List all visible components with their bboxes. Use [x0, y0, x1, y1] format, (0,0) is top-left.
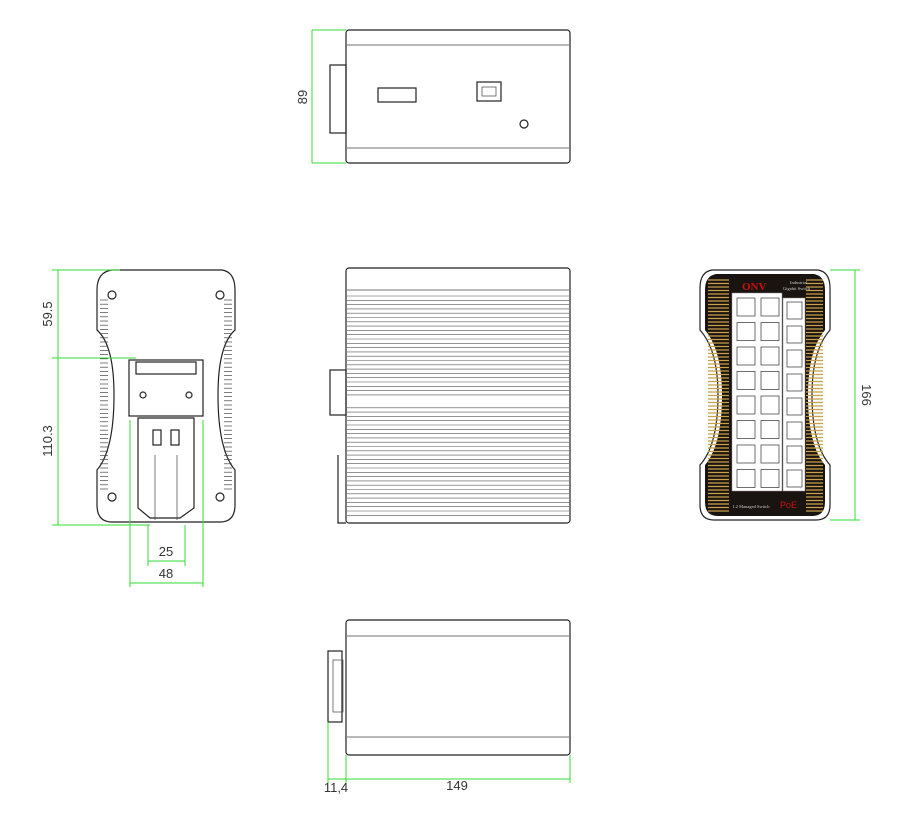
rj45-port — [736, 346, 756, 366]
rear-view — [329, 267, 571, 524]
rj45-port — [760, 469, 780, 488]
rj45-port — [760, 346, 780, 366]
ground-screw — [519, 119, 529, 129]
panel-title-2: Gigabit Switch — [783, 286, 811, 291]
poe-label: PoE — [780, 500, 797, 510]
sfp-port — [786, 397, 803, 416]
rj45-port — [736, 420, 756, 439]
power-terminal — [377, 87, 417, 103]
sfp-port — [786, 469, 803, 488]
rj45-port — [760, 395, 780, 415]
panel-subtitle: L2 Managed Switch — [733, 504, 770, 509]
rj45-port — [736, 297, 756, 317]
rj45-port — [760, 420, 780, 439]
rj45-port — [736, 469, 756, 488]
side-view: 59.5 110.3 25 48 — [40, 269, 236, 587]
sfp-port — [786, 325, 803, 344]
brand-logo: ONV — [742, 281, 767, 293]
sfp-port — [786, 445, 803, 464]
dim-rail-inner: 25 — [159, 544, 173, 559]
rj45-port — [736, 371, 756, 390]
din-clip — [329, 64, 347, 134]
front-panel-view: ONV Industrial Gigabit Switch L2 Managed… — [699, 269, 874, 521]
rj45-port — [736, 444, 756, 464]
bottom-view: 11,4 149 — [324, 619, 571, 795]
rj45-port — [760, 297, 780, 317]
dim-clip-depth: 11,4 — [324, 780, 348, 795]
sfp-port — [786, 421, 803, 440]
dim-top-height: 89 — [295, 90, 310, 104]
rj45-port — [760, 322, 780, 341]
dim-front-height: 166 — [859, 384, 874, 406]
dim-rail-outer: 48 — [159, 566, 173, 581]
dim-body-depth: 149 — [446, 778, 468, 793]
sfp-port — [786, 349, 803, 368]
rj45-port — [736, 322, 756, 341]
dim-side-lower: 110.3 — [40, 425, 55, 457]
din-rail-bracket — [128, 359, 204, 417]
rj45-port — [736, 395, 756, 415]
dim-side-upper: 59.5 — [40, 301, 55, 326]
console-port — [476, 81, 502, 102]
rj45-port — [760, 371, 780, 390]
sfp-port — [786, 373, 803, 392]
sfp-port — [786, 301, 803, 320]
panel-title-1: Industrial — [790, 280, 808, 285]
top-view: 89 — [295, 29, 571, 164]
rj45-port — [760, 444, 780, 464]
